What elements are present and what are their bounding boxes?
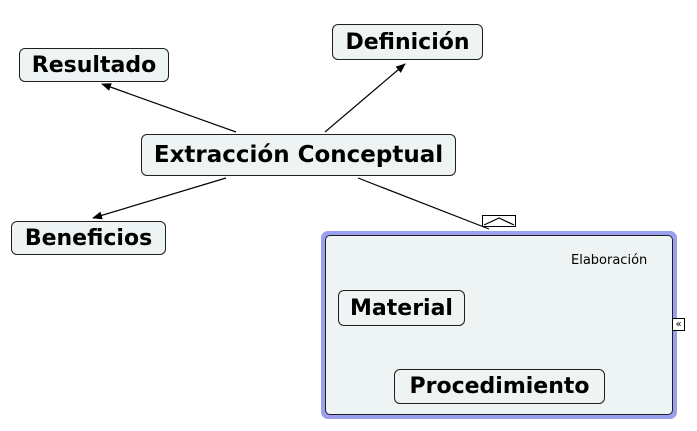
node-label: Definición bbox=[345, 29, 470, 55]
link-main-to-group bbox=[357, 177, 490, 230]
node-extraccion-conceptual[interactable]: Extracción Conceptual bbox=[141, 134, 456, 176]
node-label: Extracción Conceptual bbox=[153, 142, 444, 168]
node-definicion[interactable]: Definición bbox=[332, 24, 483, 60]
node-beneficios[interactable]: Beneficios bbox=[11, 221, 166, 255]
node-label: Procedimiento bbox=[409, 374, 590, 399]
node-resultado[interactable]: Resultado bbox=[19, 48, 169, 82]
node-material[interactable]: Material bbox=[338, 290, 465, 326]
link-main-to-definicion bbox=[324, 63, 406, 133]
link-main-to-beneficios bbox=[92, 177, 227, 220]
double-chevron-left-icon: « bbox=[675, 319, 682, 330]
node-procedimiento[interactable]: Procedimiento bbox=[394, 369, 605, 404]
group-expand-side-button[interactable]: « bbox=[672, 318, 685, 331]
node-label: Resultado bbox=[31, 52, 157, 78]
link-label-elaboracion[interactable]: Elaboración bbox=[571, 253, 648, 268]
group-collapse-button[interactable] bbox=[482, 215, 516, 227]
node-label: Beneficios bbox=[24, 225, 153, 251]
node-label: Material bbox=[350, 295, 453, 321]
chevron-up-icon bbox=[483, 217, 515, 226]
link-main-to-resultado bbox=[101, 83, 237, 133]
